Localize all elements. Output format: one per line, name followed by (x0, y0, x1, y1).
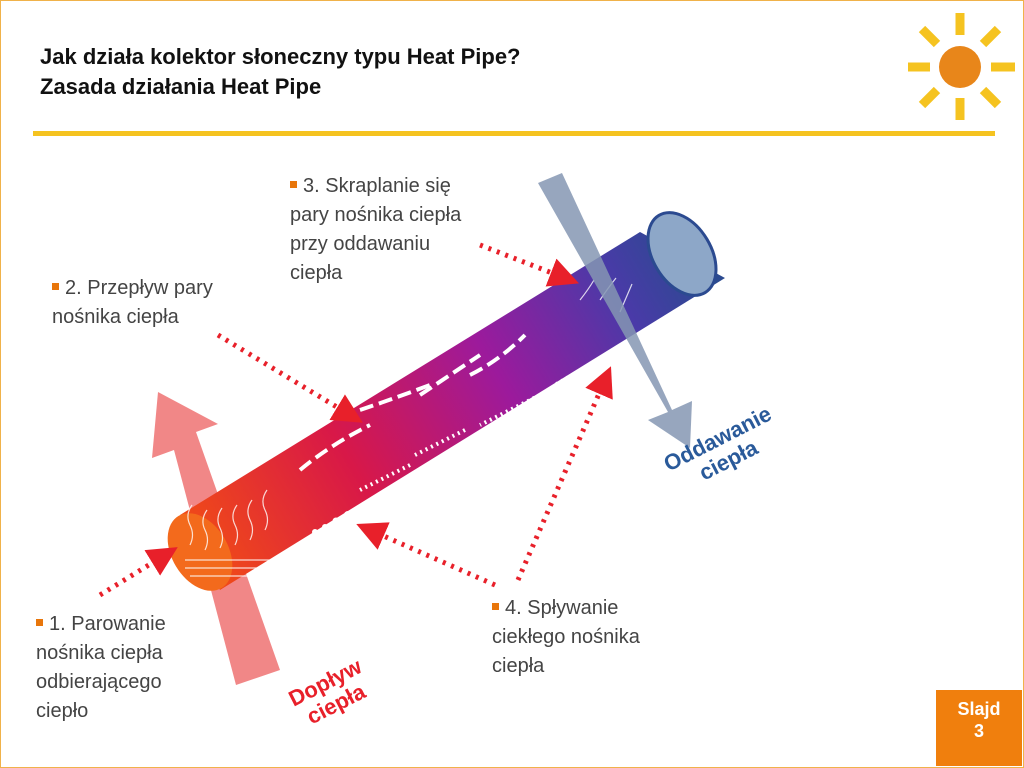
slide-number-badge: Slajd 3 (936, 690, 1022, 766)
heat-pipe-tube (167, 211, 725, 591)
label-liquid-return: 4. Spływanie ciekłego nośnika ciepła (492, 597, 640, 677)
title-line-2: Zasada działania Heat Pipe (40, 74, 322, 99)
sun-icon (908, 13, 1015, 120)
title-line-1: Jak działa kolektor słoneczny typu Heat … (40, 44, 521, 69)
bullet-icon (492, 603, 499, 610)
label-vapor-flow: 2. Przepływ pary nośnika ciepła (52, 277, 213, 328)
title-underline (33, 131, 995, 136)
heat-out-arrow (538, 173, 692, 448)
bullet-icon (52, 283, 59, 290)
label-condensation: 3. Skraplanie się pary nośnika ciepła pr… (290, 175, 462, 284)
slide-title: Jak działa kolektor słoneczny typu Heat … (40, 42, 800, 102)
label-evaporation: 1. Parowanie nośnika ciepła odbierająceg… (36, 613, 166, 722)
bullet-icon (36, 619, 43, 626)
bullet-icon (290, 181, 297, 188)
